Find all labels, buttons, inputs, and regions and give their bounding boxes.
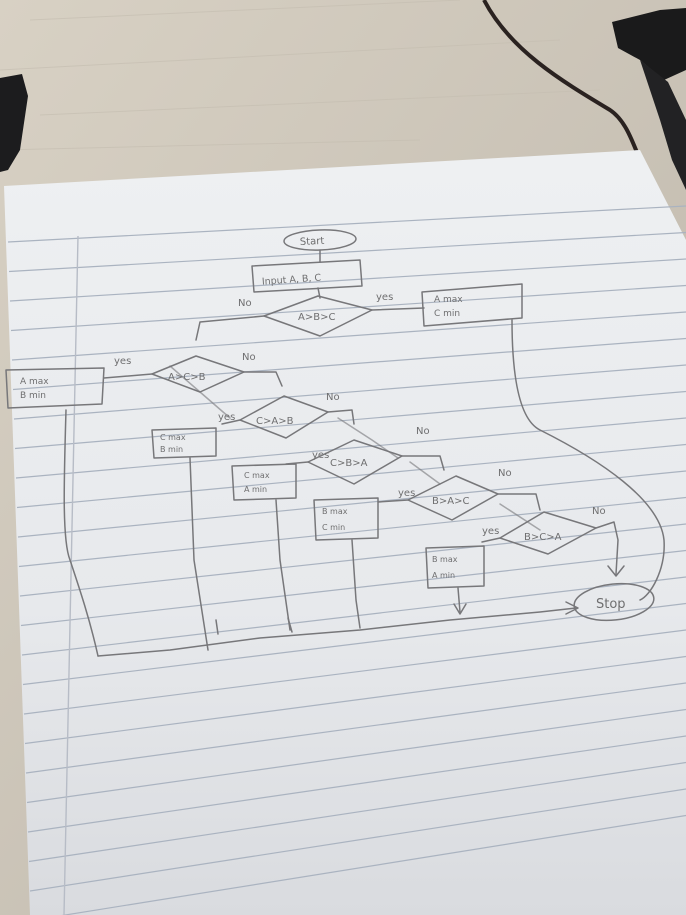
output-box-6 bbox=[425, 545, 485, 589]
condition-2: A>C>B bbox=[168, 372, 206, 383]
ruled-line bbox=[21, 576, 686, 656]
input-box bbox=[251, 259, 363, 293]
ruled-line bbox=[20, 549, 686, 627]
no-label-1: No bbox=[238, 298, 252, 309]
condition-5: B>A>C bbox=[432, 496, 469, 507]
input-label: Input A, B, C bbox=[262, 273, 322, 288]
condition-1: A>B>C bbox=[298, 312, 335, 323]
ruled-line bbox=[18, 496, 686, 568]
output-box-3 bbox=[151, 427, 217, 459]
ruled-line bbox=[10, 284, 686, 332]
output-4-line-2: A min bbox=[244, 485, 267, 494]
ruled-line bbox=[8, 231, 686, 273]
ruled-line bbox=[29, 788, 686, 892]
ruled-line bbox=[61, 814, 686, 915]
no-label-6: No bbox=[592, 506, 606, 517]
ruled-line bbox=[26, 708, 686, 804]
flowchart-labels: Start Input A, B, C A>B>C A>C>B C>A>B C>… bbox=[20, 236, 626, 612]
ruled-line bbox=[12, 337, 686, 391]
condition-3: C>A>B bbox=[256, 416, 294, 427]
output-6-line-2: A min bbox=[432, 571, 455, 580]
yes-label-6: yes bbox=[482, 526, 499, 537]
output-box-5 bbox=[313, 497, 379, 541]
output-3-line-1: C max bbox=[160, 433, 186, 442]
flowchart-drawing bbox=[5, 229, 665, 657]
ruled-lines bbox=[7, 205, 686, 915]
ruled-line bbox=[13, 364, 686, 420]
output-1-line-2: C min bbox=[434, 309, 460, 319]
yes-label-1: yes bbox=[376, 292, 393, 303]
ruled-line bbox=[25, 682, 686, 774]
ruled-line bbox=[17, 470, 686, 538]
output-3-line-2: B min bbox=[160, 445, 183, 454]
yes-label-2: yes bbox=[114, 356, 131, 367]
ruled-line bbox=[28, 761, 686, 863]
output-box-2 bbox=[5, 367, 105, 409]
no-label-3: No bbox=[326, 392, 340, 403]
desk-grain bbox=[0, 0, 601, 151]
no-label-4: No bbox=[416, 426, 430, 437]
yes-label-5: yes bbox=[398, 488, 415, 499]
ruled-line bbox=[7, 205, 686, 243]
ruled-line bbox=[24, 655, 686, 745]
ruled-line bbox=[16, 443, 686, 509]
ruled-line bbox=[9, 258, 686, 302]
ruled-line bbox=[22, 602, 686, 686]
output-6-line-1: B max bbox=[432, 555, 458, 564]
no-label-5: No bbox=[498, 468, 512, 479]
ruled-line bbox=[27, 735, 686, 833]
ruled-line bbox=[15, 417, 686, 479]
output-5-line-1: B max bbox=[322, 507, 348, 516]
yes-label-3: yes bbox=[218, 412, 235, 423]
no-label-2: No bbox=[242, 352, 256, 363]
output-2-line-1: A max bbox=[20, 377, 49, 387]
start-label: Start bbox=[300, 236, 325, 248]
yes-label-4: yes bbox=[312, 450, 329, 461]
margin-line bbox=[63, 235, 79, 915]
cable-object bbox=[0, 0, 686, 190]
output-box-4 bbox=[231, 463, 297, 501]
stop-label: Stop bbox=[596, 597, 626, 612]
ruled-line bbox=[11, 311, 686, 361]
ruled-line bbox=[23, 629, 686, 715]
output-2-line-2: B min bbox=[20, 391, 46, 401]
condition-4: C>B>A bbox=[330, 458, 368, 469]
output-5-line-2: C min bbox=[322, 523, 345, 532]
output-box-1 bbox=[421, 283, 523, 327]
output-1-line-1: A max bbox=[434, 295, 463, 305]
output-4-line-1: C max bbox=[244, 471, 270, 480]
condition-6: B>C>A bbox=[524, 532, 562, 543]
ruled-line bbox=[14, 390, 686, 450]
